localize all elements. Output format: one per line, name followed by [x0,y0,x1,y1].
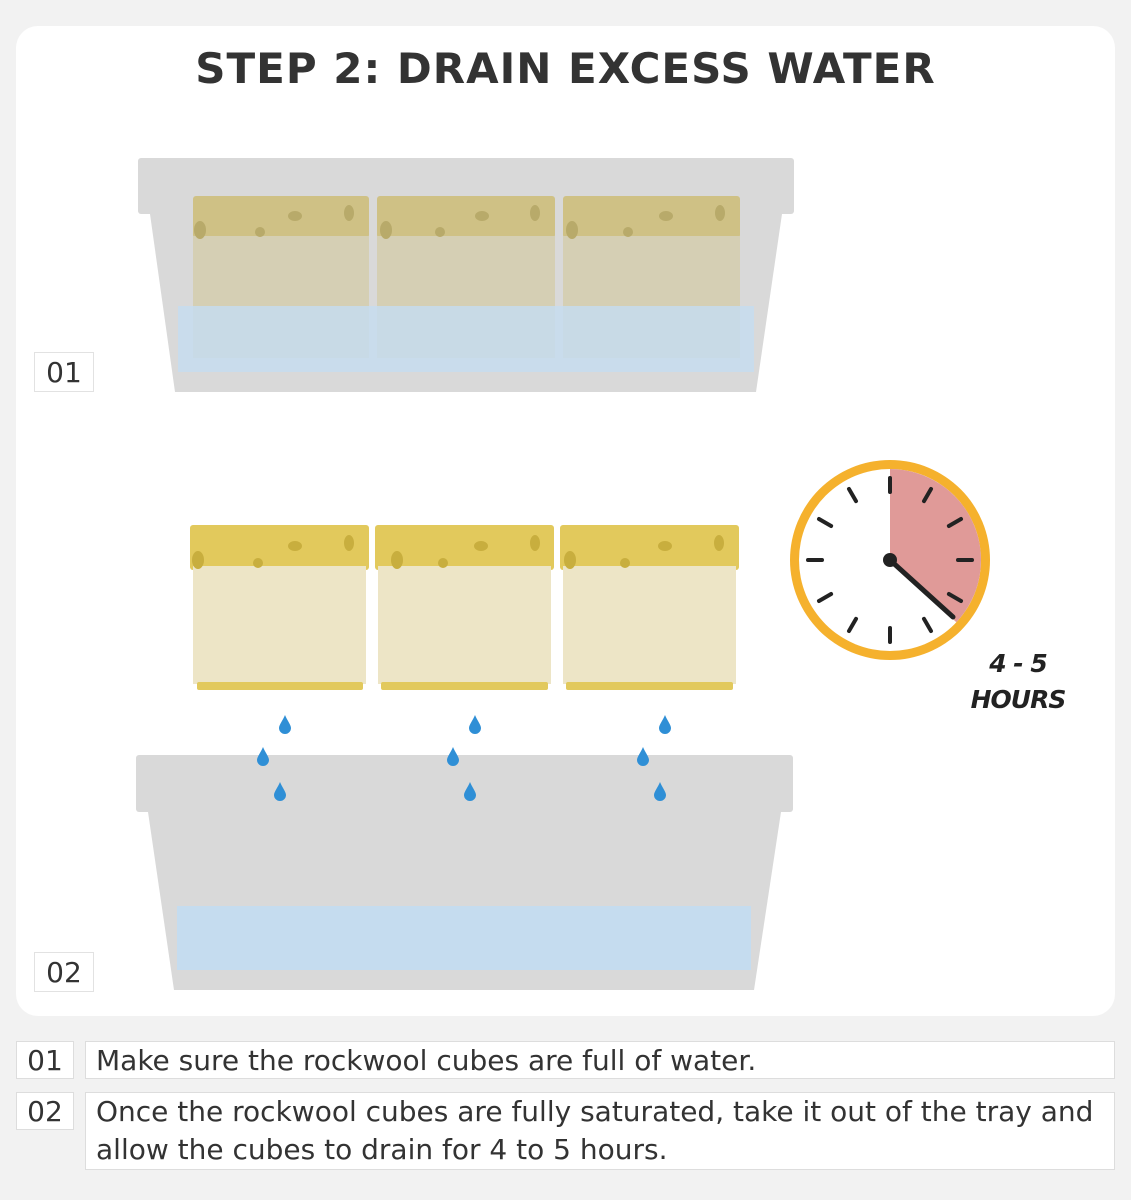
clock-hand [887,557,956,620]
caption-1-text: Make sure the rockwool cubes are full of… [85,1041,1115,1079]
rockwool-cube-icon [560,525,739,690]
clock-tick [922,616,933,634]
rockwool-cube-icon [375,525,554,690]
clock-tick [847,486,858,504]
water-drop-icon [447,747,459,766]
clock-tick [946,592,964,603]
clock-tick [847,616,858,634]
water-drop-icon [274,782,286,801]
clock-tick [816,517,834,528]
water-level [178,306,754,372]
timer-label-range: 4 - 5 [989,649,1048,678]
elapsed-time-sector [890,469,981,623]
timer-label: 4 - 5 HOURS [958,646,1078,718]
clock-tick [922,486,933,504]
caption-2-number: 02 [16,1092,74,1130]
water-drop-icon [257,747,269,766]
caption-1-number: 01 [16,1041,74,1079]
rockwool-cube-icon [190,525,369,690]
clock-icon [790,460,990,660]
tray-2-label: 02 [34,952,94,992]
clock-tick [816,592,834,603]
water-drop-icon [637,747,649,766]
tray-1-label: 01 [34,352,94,392]
page-title: STEP 2: DRAIN EXCESS WATER [195,44,936,93]
timer-label-unit: HOURS [970,685,1067,714]
water-drop-icon [659,715,671,734]
water-drop-icon [464,782,476,801]
water-drop-icon [279,715,291,734]
water-drop-icon [654,782,666,801]
water-drops [257,715,671,801]
clock-tick [946,517,964,528]
drained-water [177,906,751,970]
draining-cubes [190,525,739,690]
caption-2-text: Once the rockwool cubes are fully satura… [85,1092,1115,1170]
water-drop-icon [469,715,481,734]
